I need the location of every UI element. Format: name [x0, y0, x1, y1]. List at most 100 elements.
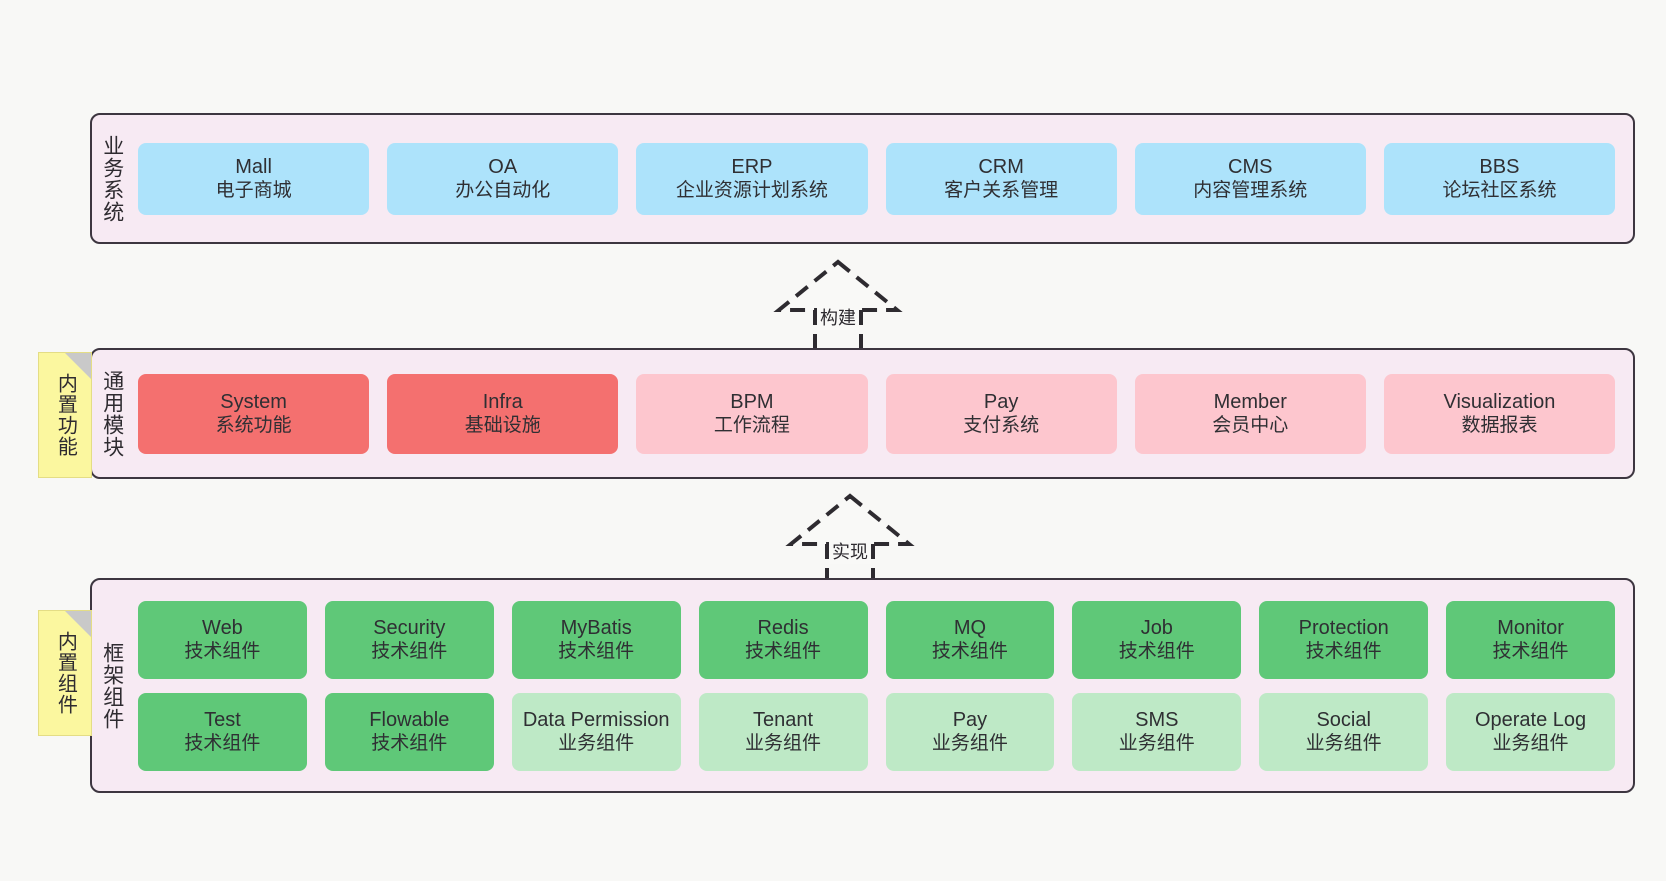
node-subtitle: 技术组件	[184, 641, 261, 663]
node-mybatis[interactable]: MyBatis 技术组件	[511, 600, 681, 679]
node-pay-component[interactable]: Pay 业务组件	[885, 692, 1055, 771]
node-subtitle: 技术组件	[745, 641, 822, 663]
node-test[interactable]: Test 技术组件	[138, 692, 307, 771]
node-subtitle: 技术组件	[1492, 641, 1569, 663]
node-title: Web	[202, 616, 243, 639]
node-row: System 系统功能 Infra 基础设施 BPM 工作流程 Pay 支付系统…	[138, 373, 1616, 454]
node-title: Data Permission	[522, 708, 670, 731]
sticky-note-builtin-functions[interactable]: 内置功能	[38, 352, 92, 478]
layer-framework-components: 框架组件 Web 技术组件 Security 技术组件 MyBatis 技术组件…	[90, 578, 1635, 793]
node-subtitle: 客户关系管理	[944, 180, 1059, 202]
node-sms[interactable]: SMS 业务组件	[1072, 692, 1242, 771]
node-subtitle: 业务组件	[931, 733, 1008, 755]
hollow-triangle-arrowhead	[773, 259, 903, 312]
node-subtitle: 电子商城	[215, 180, 292, 202]
node-subtitle: 业务组件	[558, 733, 635, 755]
node-title: MyBatis	[560, 616, 632, 639]
node-bbs[interactable]: BBS 论坛社区系统	[1383, 142, 1616, 215]
node-title: Pay	[983, 390, 1019, 413]
node-redis[interactable]: Redis 技术组件	[698, 600, 868, 679]
node-social[interactable]: Social 业务组件	[1259, 692, 1429, 771]
node-web[interactable]: Web 技术组件	[138, 600, 307, 679]
node-subtitle: 支付系统	[963, 415, 1040, 437]
connector-implement-label: 实现	[829, 538, 871, 564]
node-crm[interactable]: CRM 客户关系管理	[885, 142, 1117, 215]
node-flowable[interactable]: Flowable 技术组件	[324, 692, 494, 771]
node-data-permission[interactable]: Data Permission 业务组件	[511, 692, 681, 771]
node-cms[interactable]: CMS 内容管理系统	[1134, 142, 1366, 215]
node-subtitle: 数据报表	[1461, 415, 1538, 437]
node-title: BPM	[730, 390, 774, 413]
hollow-triangle-arrowhead	[785, 493, 915, 546]
layer-title-common-modules: 通用模块	[100, 369, 124, 458]
node-subtitle: 技术组件	[184, 733, 261, 755]
node-title: Job	[1140, 616, 1173, 639]
node-job[interactable]: Job 技术组件	[1072, 600, 1242, 679]
node-subtitle: 系统功能	[215, 415, 292, 437]
node-title: System	[220, 390, 287, 413]
node-security[interactable]: Security 技术组件	[324, 600, 494, 679]
node-pay-module[interactable]: Pay 支付系统	[885, 373, 1117, 454]
node-title: CRM	[978, 155, 1024, 178]
node-title: Tenant	[753, 708, 814, 731]
node-subtitle: 技术组件	[558, 641, 635, 663]
node-row: Mall 电子商城 OA 办公自动化 ERP 企业资源计划系统 CRM 客户关系…	[138, 142, 1616, 215]
node-title: Security	[373, 616, 446, 639]
node-title: MQ	[953, 616, 987, 639]
node-title: Visualization	[1443, 390, 1556, 413]
node-subtitle: 企业资源计划系统	[675, 180, 828, 202]
sticky-note-builtin-components[interactable]: 内置组件	[38, 610, 92, 736]
node-row: Test 技术组件 Flowable 技术组件 Data Permission …	[138, 692, 1615, 771]
layer-title-business-systems: 业务系统	[100, 134, 124, 223]
node-oa[interactable]: OA 办公自动化	[387, 142, 619, 215]
sticky-note-label: 内置组件	[54, 631, 77, 715]
layer-body-framework-components: Web 技术组件 Security 技术组件 MyBatis 技术组件 Redi…	[132, 580, 1633, 791]
node-title: Redis	[757, 616, 809, 639]
node-operate-log[interactable]: Operate Log 业务组件	[1446, 692, 1615, 771]
node-subtitle: 技术组件	[931, 641, 1008, 663]
connector-build: 构建	[758, 258, 918, 353]
node-infra[interactable]: Infra 基础设施	[387, 373, 619, 454]
node-subtitle: 工作流程	[713, 415, 790, 437]
node-monitor[interactable]: Monitor 技术组件	[1446, 600, 1615, 679]
node-title: Protection	[1298, 616, 1389, 639]
sticky-note-label: 内置功能	[54, 373, 77, 457]
node-protection[interactable]: Protection 技术组件	[1259, 600, 1429, 679]
layer-common-modules: 通用模块 System 系统功能 Infra 基础设施 BPM 工作流程 Pay…	[90, 348, 1635, 479]
node-mq[interactable]: MQ 技术组件	[885, 600, 1055, 679]
node-visualization[interactable]: Visualization 数据报表	[1383, 373, 1616, 454]
node-title: Mall	[235, 155, 272, 178]
node-subtitle: 技术组件	[1118, 641, 1195, 663]
node-subtitle: 业务组件	[1492, 733, 1569, 755]
node-subtitle: 技术组件	[1305, 641, 1382, 663]
node-subtitle: 业务组件	[1118, 733, 1195, 755]
node-erp[interactable]: ERP 企业资源计划系统	[636, 142, 868, 215]
node-subtitle: 技术组件	[371, 733, 448, 755]
node-title: Operate Log	[1474, 708, 1587, 731]
connector-implement: 实现	[770, 492, 930, 587]
node-subtitle: 基础设施	[464, 415, 541, 437]
node-title: Infra	[482, 390, 523, 413]
node-title: Pay	[952, 708, 988, 731]
node-tenant[interactable]: Tenant 业务组件	[698, 692, 868, 771]
node-row: Web 技术组件 Security 技术组件 MyBatis 技术组件 Redi…	[138, 600, 1615, 679]
node-title: OA	[488, 155, 518, 178]
node-subtitle: 业务组件	[1305, 733, 1382, 755]
folded-corner-icon	[65, 611, 91, 637]
node-title: BBS	[1479, 155, 1520, 178]
node-title: SMS	[1135, 708, 1179, 731]
node-bpm[interactable]: BPM 工作流程	[636, 373, 868, 454]
node-system[interactable]: System 系统功能	[138, 373, 370, 454]
node-subtitle: 业务组件	[745, 733, 822, 755]
node-subtitle: 办公自动化	[455, 180, 551, 202]
layer-title-framework-components: 框架组件	[100, 641, 124, 730]
node-mall[interactable]: Mall 电子商城	[138, 142, 370, 215]
connector-build-label: 构建	[817, 304, 859, 330]
layer-business-systems: 业务系统 Mall 电子商城 OA 办公自动化 ERP 企业资源计划系统 CRM…	[90, 113, 1635, 244]
node-subtitle: 技术组件	[371, 641, 448, 663]
layer-body-business-systems: Mall 电子商城 OA 办公自动化 ERP 企业资源计划系统 CRM 客户关系…	[132, 115, 1633, 242]
node-title: Member	[1213, 390, 1287, 413]
node-member[interactable]: Member 会员中心	[1134, 373, 1366, 454]
node-title: Monitor	[1497, 616, 1564, 639]
